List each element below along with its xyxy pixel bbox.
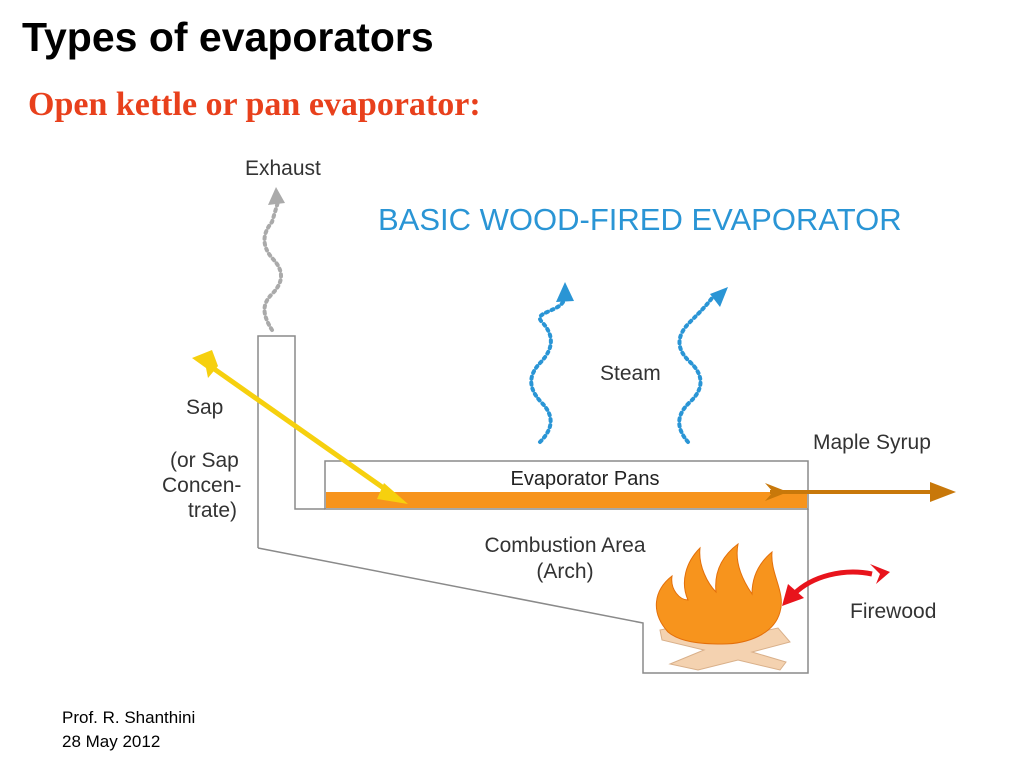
evaporator-pan-fill (326, 492, 807, 508)
exhaust-label: Exhaust (245, 157, 321, 180)
steam-label: Steam (600, 362, 661, 385)
footer-date: 28 May 2012 (62, 732, 161, 751)
exhaust-arrow (262, 200, 283, 332)
exhaust-arrowhead (268, 187, 285, 205)
firewood-arrow-tail (870, 564, 890, 584)
slide-footer: Prof. R. Shanthini 28 May 2012 (62, 706, 195, 754)
sap-arrow (208, 363, 394, 497)
arch-outline (257, 509, 809, 674)
firewood-label: Firewood (850, 600, 936, 623)
footer-author: Prof. R. Shanthini (62, 708, 196, 727)
sap-arrow-tail (192, 350, 218, 378)
maple-syrup-label: Maple Syrup (813, 431, 931, 454)
sap-label: Sap (186, 396, 223, 419)
steam-arrowhead-left (556, 282, 574, 302)
diagram-heading: BASIC WOOD-FIRED EVAPORATOR (378, 202, 902, 237)
slide-title: Types of evaporators (22, 14, 434, 60)
combustion-area-label: Combustion Area (484, 534, 645, 557)
steam-arrowhead-right (710, 287, 728, 307)
chimney-outline (257, 335, 325, 548)
steam-arrow-right (677, 296, 714, 444)
maple-syrup-arrow-tail (765, 483, 788, 501)
slide-subtitle: Open kettle or pan evaporator: (28, 86, 481, 123)
sap-arrowhead (377, 483, 408, 504)
evaporator-pans-label: Evaporator Pans (511, 468, 660, 490)
sap-note-line-1: (or Sap (170, 449, 239, 472)
sap-note-line-3: trate) (188, 499, 237, 522)
firewood-arrow (792, 569, 873, 596)
firewood-arrowhead (782, 584, 804, 606)
sap-note-line-2: Concen- (162, 474, 241, 497)
flame-icon (655, 542, 782, 645)
steam-arrow-left (529, 298, 566, 444)
maple-syrup-arrowhead (930, 482, 956, 502)
combustion-arch-label: (Arch) (536, 560, 593, 583)
